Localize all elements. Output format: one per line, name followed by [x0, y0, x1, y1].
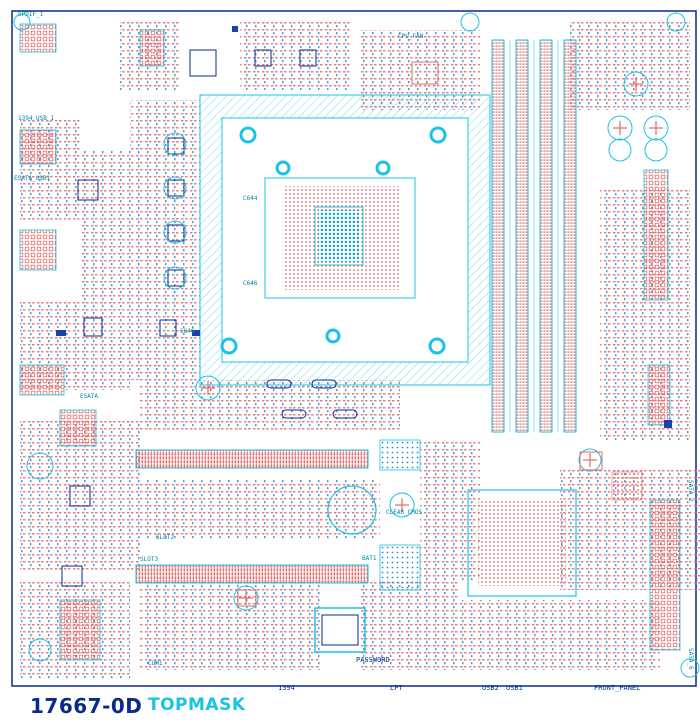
label-sata2: SATA_2: [687, 480, 694, 502]
label-front-panel: FRONT_PANEL: [594, 684, 640, 692]
label-com1: COM1: [148, 660, 163, 667]
pcie-slots: [135, 439, 421, 591]
qfn-chips: [61, 49, 317, 587]
mounting-hole: [239, 126, 257, 144]
label-c648: C648: [180, 328, 195, 335]
chipset-bga: [467, 471, 643, 597]
cpu-socket: [199, 94, 491, 386]
label-cpu-fan: CPU_FAN: [398, 33, 424, 40]
silkscreen-labels: SPDIF_1 1394_USB_1 ESATA_USB1 ESATA CPU_…: [14, 11, 694, 692]
label-spdif: SPDIF_1: [18, 11, 44, 18]
inductors: [266, 379, 358, 419]
layer-name: TOPMASK: [148, 695, 246, 715]
label-sata6: SATA_6: [687, 648, 694, 670]
label-clear-cmos: CLEAR_CMOS: [386, 509, 423, 516]
label-slot3: SLOT3: [140, 556, 158, 563]
electrolytic-capacitors: [13, 12, 700, 678]
mounting-hole: [375, 160, 391, 176]
mounting-hole: [325, 328, 341, 344]
label-bat1: BAT1: [362, 555, 377, 562]
label-1394: 1394: [278, 684, 295, 692]
label-password: PASSWORD: [356, 656, 390, 664]
pin-headers: [19, 23, 681, 661]
blue-markers: [56, 26, 672, 428]
mounting-hole: [429, 126, 447, 144]
cmos-battery: [327, 485, 377, 535]
label-lpt: LPT: [390, 684, 403, 692]
super-io-chip: [314, 607, 366, 653]
label-c644: C644: [243, 195, 258, 202]
label-usb1: USB1: [506, 684, 523, 692]
label-esata-usb: ESATA_USB1: [14, 175, 51, 182]
mounting-hole: [275, 160, 291, 176]
label-usb2: USB2: [482, 684, 499, 692]
label-slot2: SLOT2: [156, 534, 174, 541]
capacitor-polarity-marks: [201, 77, 663, 605]
mounting-hole: [428, 337, 446, 355]
dimm-slots: [491, 39, 577, 433]
mounting-hole: [220, 337, 238, 355]
label-1394-usb: 1394_USB_1: [18, 115, 55, 122]
drawing-code: 17667-0D: [30, 694, 143, 718]
label-c646: C646: [243, 280, 258, 287]
reference-marks: [237, 61, 603, 607]
label-esata: ESATA: [80, 393, 98, 400]
